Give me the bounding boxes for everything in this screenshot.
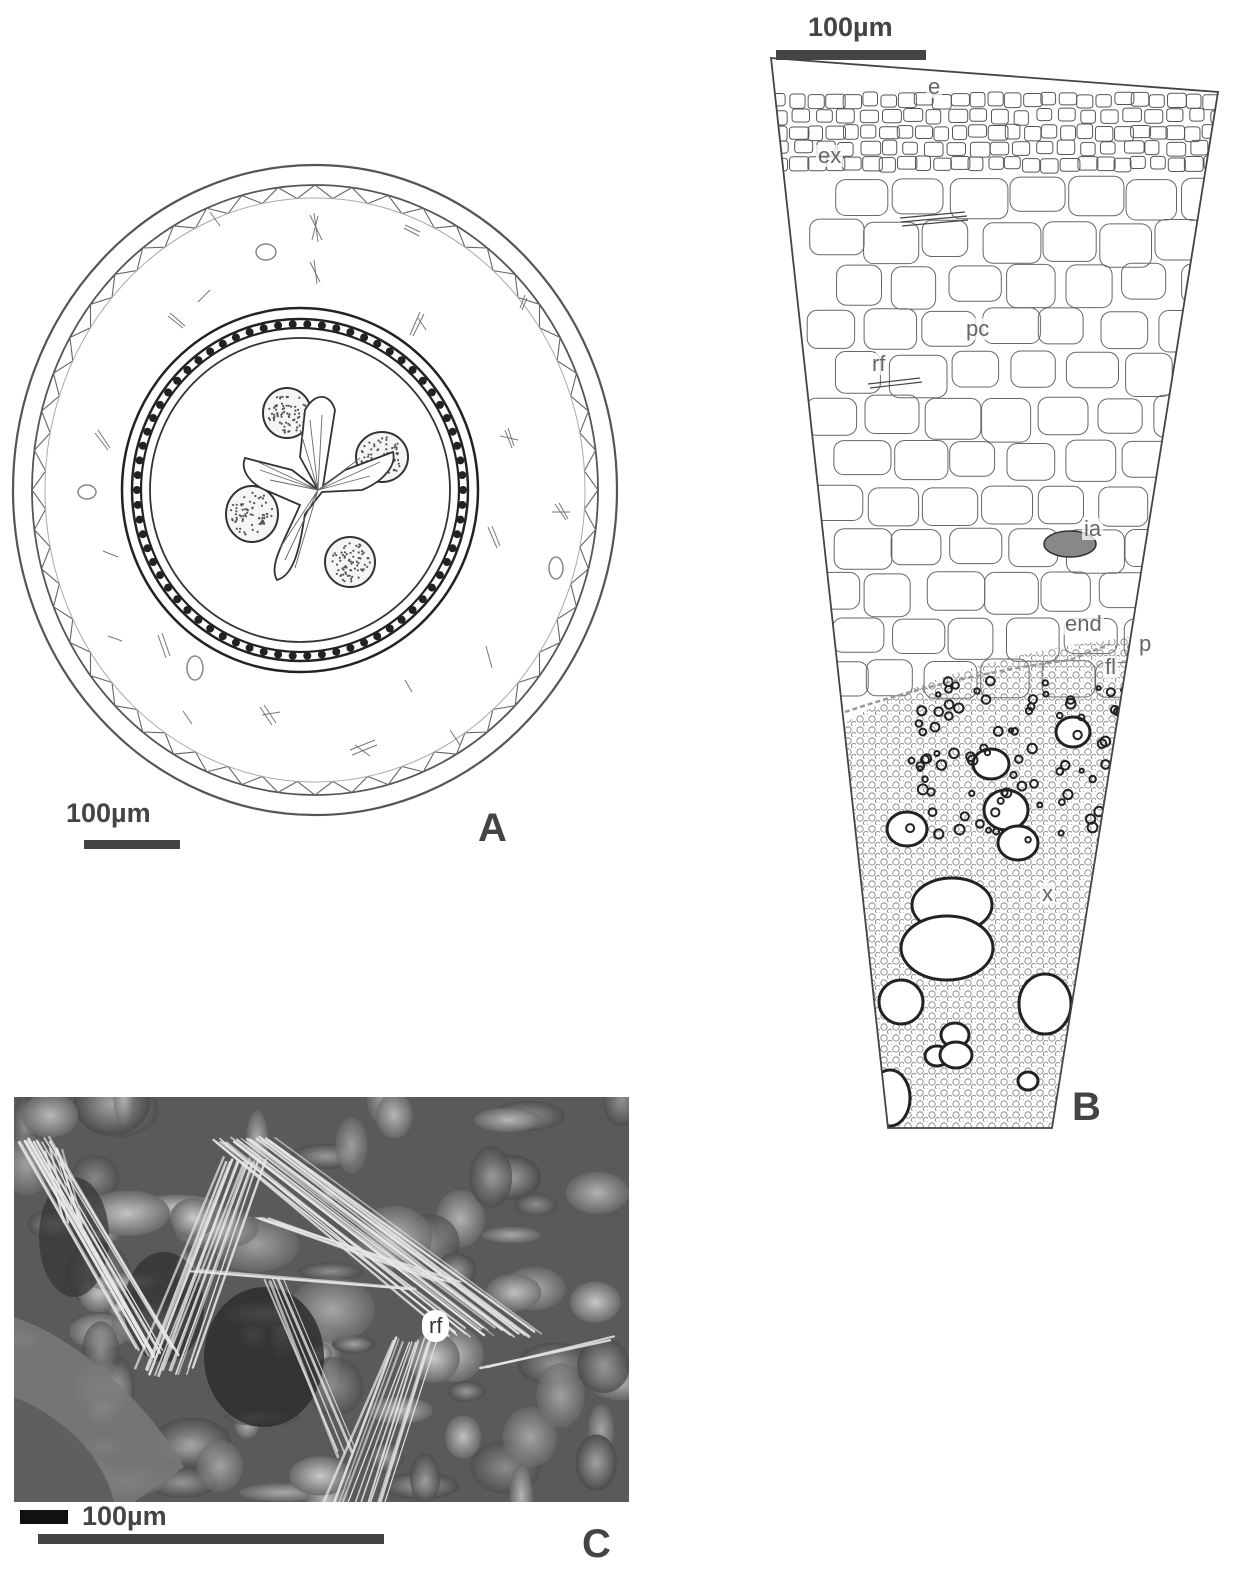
panel-letter-a: A	[478, 806, 507, 851]
scale-label-c: 100µm	[82, 1501, 167, 1532]
label-e: e	[926, 76, 942, 98]
panel-b: 100µm e ex pc rf ia end p fl x B	[760, 0, 1239, 1140]
label-rf-sem: rf	[422, 1310, 449, 1342]
label-fl: fl	[1103, 656, 1118, 678]
raphide-sem-image	[14, 1097, 629, 1502]
label-rf: rf	[870, 353, 887, 375]
label-pc: pc	[964, 318, 991, 340]
panel-a: 100µm A	[0, 0, 640, 860]
root-wedge-drawing	[760, 0, 1239, 1140]
scale-bar-a	[84, 840, 180, 849]
panel-letter-c: C	[582, 1522, 611, 1567]
panel-letter-b: B	[1072, 1085, 1101, 1130]
label-ia: ia	[1082, 518, 1103, 540]
sem-micrograph: rf	[14, 1097, 629, 1502]
scale-label-a: 100µm	[66, 798, 151, 829]
scale-bar-c-black	[20, 1510, 68, 1524]
scale-label-b: 100µm	[808, 12, 893, 43]
label-ex: ex	[816, 145, 843, 167]
label-p: p	[1137, 633, 1153, 655]
root-cross-section-drawing	[0, 0, 640, 860]
scale-bar-b	[776, 50, 926, 60]
label-end: end	[1063, 613, 1104, 635]
scale-bar-c	[38, 1534, 384, 1544]
label-x: x	[1040, 883, 1055, 905]
